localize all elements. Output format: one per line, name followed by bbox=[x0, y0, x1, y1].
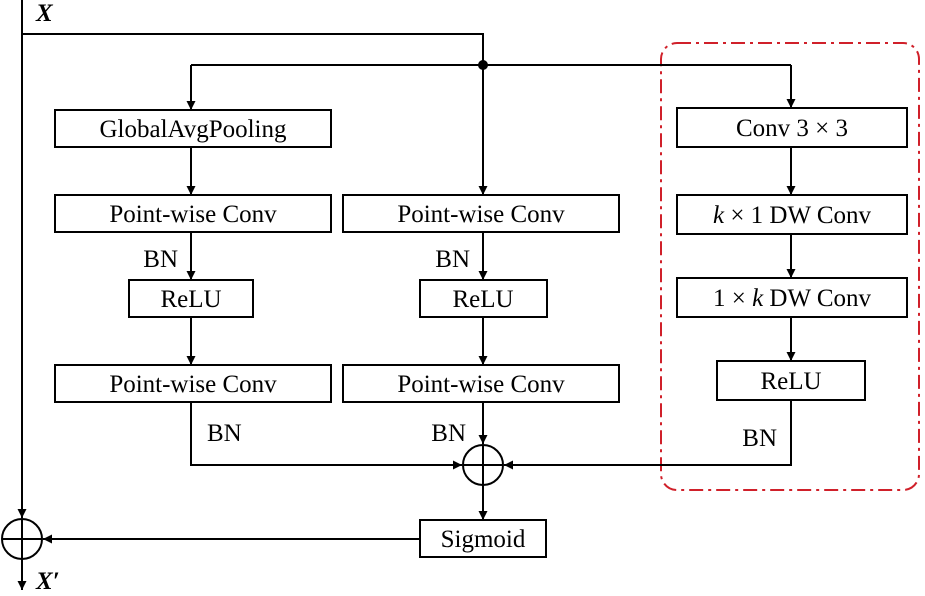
sum-node bbox=[462, 444, 504, 486]
dw-conv-1k-label: 1 × k DW Conv bbox=[713, 285, 872, 312]
sigmoid-label: Sigmoid bbox=[441, 526, 526, 553]
left-relu-box bbox=[128, 279, 254, 318]
mid-bn-2: BN bbox=[431, 420, 466, 447]
mid-relu-label: ReLU bbox=[452, 286, 513, 313]
mid-pointwise-conv-2-box bbox=[342, 364, 620, 403]
right-bn: BN bbox=[742, 425, 777, 452]
mid-pointwise-conv-1-label: Point-wise Conv bbox=[397, 201, 565, 228]
arrow-right-to-sum bbox=[504, 400, 792, 470]
left-relu-label: ReLU bbox=[160, 286, 221, 313]
left-bn-2: BN bbox=[207, 420, 242, 447]
output-sum-node bbox=[1, 518, 43, 560]
mid-relu-box bbox=[419, 279, 548, 318]
global-avg-pooling-box bbox=[54, 109, 332, 148]
left-pointwise-conv-2-label: Point-wise Conv bbox=[109, 371, 277, 398]
right-relu-label: ReLU bbox=[760, 368, 821, 395]
output-label: X′ bbox=[35, 568, 60, 595]
left-pointwise-conv-2-box bbox=[54, 364, 332, 403]
conv3x3-label: Conv 3 × 3 bbox=[736, 115, 848, 142]
dw-conv-k1-box bbox=[676, 194, 908, 235]
input-line bbox=[21, 0, 484, 65]
left-pointwise-conv-1-box bbox=[54, 194, 332, 233]
mid-pointwise-conv-2-label: Point-wise Conv bbox=[397, 371, 565, 398]
highlight-region bbox=[660, 42, 920, 491]
input-label: X bbox=[35, 0, 54, 27]
mid-bn-1: BN bbox=[435, 246, 470, 273]
mid-pointwise-conv-1-box bbox=[342, 194, 620, 233]
dw-conv-k1-label: k × 1 DW Conv bbox=[713, 202, 872, 229]
left-bn-1: BN bbox=[143, 246, 178, 273]
arrow-left-to-sum bbox=[190, 402, 462, 470]
left-pointwise-conv-1-label: Point-wise Conv bbox=[109, 201, 277, 228]
sigmoid-box bbox=[419, 519, 547, 558]
conv3x3-box bbox=[676, 107, 908, 148]
global-avg-pooling-label: GlobalAvgPooling bbox=[99, 116, 287, 143]
